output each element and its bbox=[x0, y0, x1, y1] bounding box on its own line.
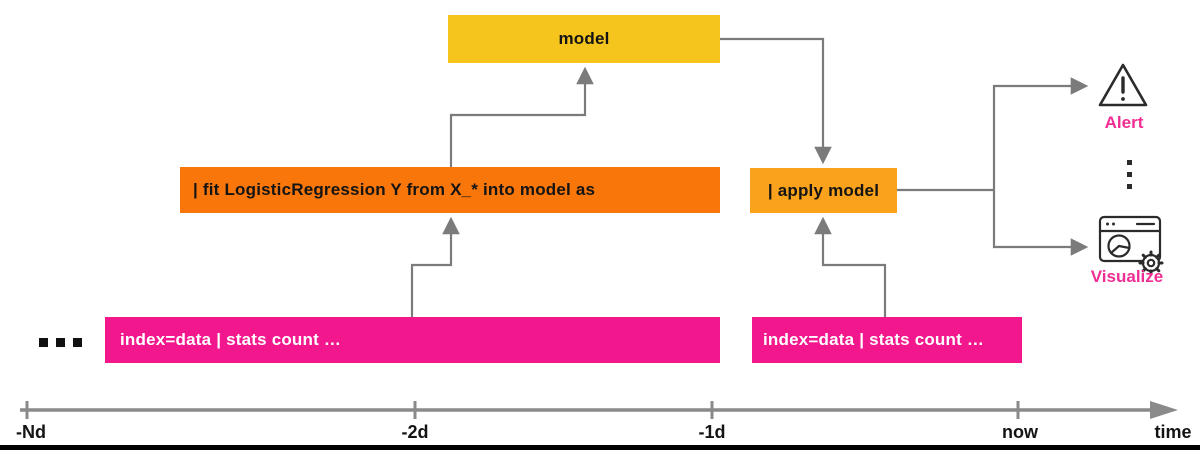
tick-label-2d: -2d bbox=[401, 422, 429, 442]
arrow-model-to-apply bbox=[720, 37, 832, 165]
apply-command-box: | apply model bbox=[750, 168, 897, 213]
arrow-branch-to-alert bbox=[992, 77, 1089, 190]
arrow-search-to-apply bbox=[814, 216, 887, 317]
bottom-border-bar bbox=[0, 445, 1200, 450]
ellipsis-dot bbox=[39, 338, 48, 347]
search-box-training: index=data | stats count … bbox=[105, 317, 720, 363]
arrow-branch-to-visualize bbox=[992, 190, 1089, 256]
alert-label: Alert bbox=[1104, 113, 1144, 132]
tick-label-now: now bbox=[1002, 422, 1038, 442]
arrow-fit-to-model bbox=[449, 66, 594, 167]
browser-chart-gear-icon bbox=[1098, 215, 1164, 276]
ellipsis-dot bbox=[1126, 160, 1132, 165]
continuation-ellipsis bbox=[39, 338, 82, 347]
timeline-axis bbox=[20, 401, 1178, 419]
tick-label-1d: -1d bbox=[698, 422, 726, 442]
ellipsis-dot bbox=[1126, 172, 1132, 177]
ellipsis-dot bbox=[73, 338, 82, 347]
tick-label-nd: -Nd bbox=[16, 422, 46, 442]
arrow-search-to-fit bbox=[410, 216, 460, 317]
warning-triangle-icon bbox=[1098, 63, 1148, 107]
ellipsis-dot bbox=[1126, 184, 1132, 189]
model-box: model bbox=[448, 15, 720, 63]
axis-label-time: time bbox=[1154, 422, 1192, 442]
gear-icon bbox=[1138, 250, 1164, 276]
outputs-ellipsis bbox=[1122, 160, 1136, 189]
ellipsis-dot bbox=[56, 338, 65, 347]
fit-command-box: | fit LogisticRegression Y from X_* into… bbox=[180, 167, 720, 213]
axis-arrowhead bbox=[1150, 401, 1178, 419]
visualize-label: Visualize bbox=[1090, 267, 1164, 286]
search-box-apply: index=data | stats count … bbox=[752, 317, 1022, 363]
